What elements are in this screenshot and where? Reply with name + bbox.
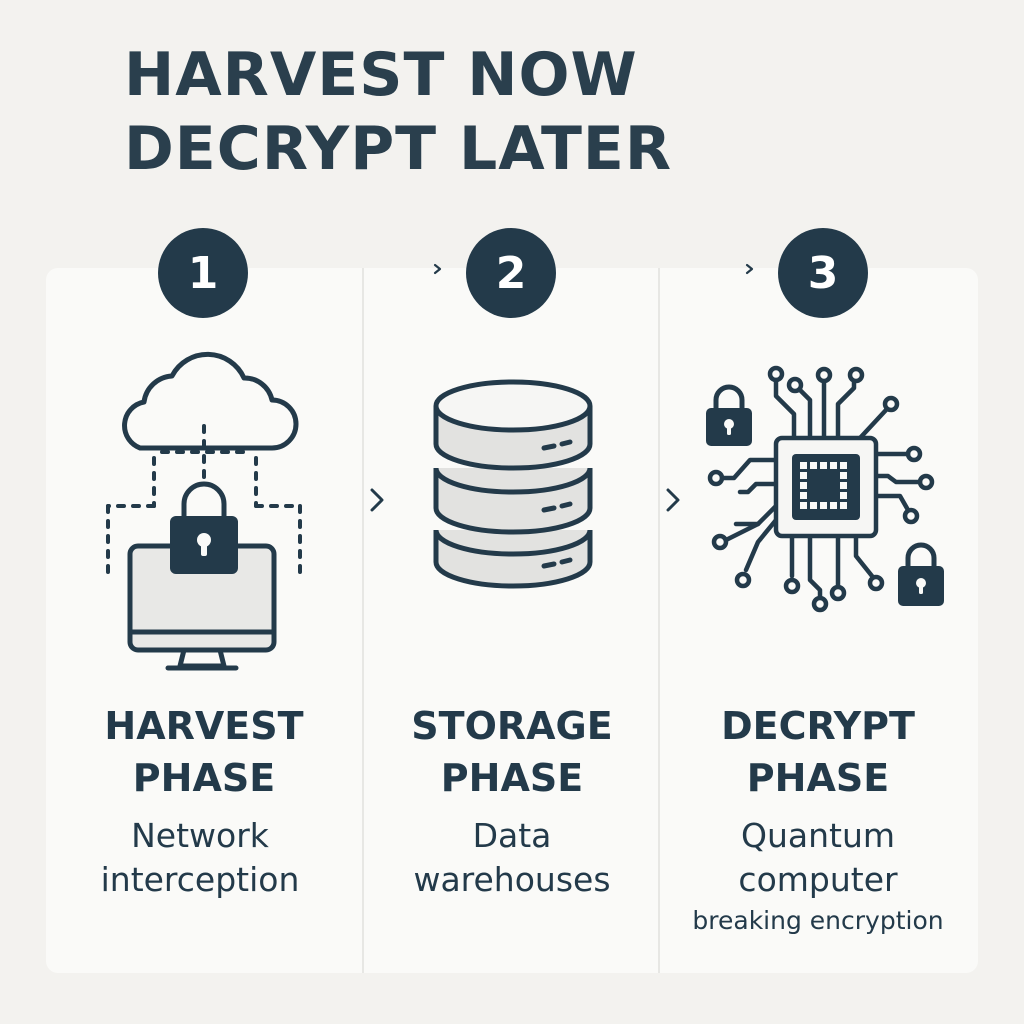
phase-3-description: Quantum computer breaking encryption: [658, 814, 978, 940]
phase-1-desc-line-2: interception: [100, 860, 300, 899]
phase-2-desc-line-1: Data: [472, 816, 552, 855]
cloud-computer-lock-icon: [106, 351, 302, 671]
phase-2-description: Data warehouses: [352, 814, 672, 902]
small-chevron-right-icon: [745, 263, 754, 275]
phase-1-desc-line-1: Network: [131, 816, 269, 855]
phase-1-title-line-2: PHASE: [132, 756, 276, 800]
phase-1-title-line-1: HARVEST: [104, 704, 304, 748]
step-3-badge: 3: [778, 228, 868, 318]
phase-2-title: STORAGE PHASE: [362, 700, 662, 804]
phase-2-desc-line-2: warehouses: [413, 860, 611, 899]
small-chevron-right-icon: [433, 263, 442, 275]
database-icon: [433, 379, 593, 589]
phase-2-title-line-2: PHASE: [440, 756, 584, 800]
chevron-right-icon: [666, 488, 680, 512]
divider-2: [658, 268, 660, 973]
page-title: HARVEST NOW DECRYPT LATER: [124, 38, 672, 186]
phase-3-title: DECRYPT PHASE: [668, 700, 968, 804]
phase-3-desc-line-3: breaking encryption: [692, 906, 944, 935]
step-2-badge: 2: [466, 228, 556, 318]
title-line-1: HARVEST NOW: [124, 40, 638, 110]
phase-3-desc-line-2: computer: [738, 860, 898, 899]
divider-1: [362, 268, 364, 973]
phase-1-title: HARVEST PHASE: [54, 700, 354, 804]
phase-3-desc-line-1: Quantum: [740, 816, 896, 855]
phase-2-title-line-1: STORAGE: [411, 704, 613, 748]
chevron-right-icon: [370, 488, 384, 512]
step-1-badge: 1: [158, 228, 248, 318]
phase-3-title-line-1: DECRYPT: [721, 704, 915, 748]
quantum-chip-icon: [706, 365, 944, 613]
phase-1-description: Network interception: [40, 814, 360, 902]
phase-3-title-line-2: PHASE: [746, 756, 890, 800]
title-line-2: DECRYPT LATER: [124, 114, 673, 184]
